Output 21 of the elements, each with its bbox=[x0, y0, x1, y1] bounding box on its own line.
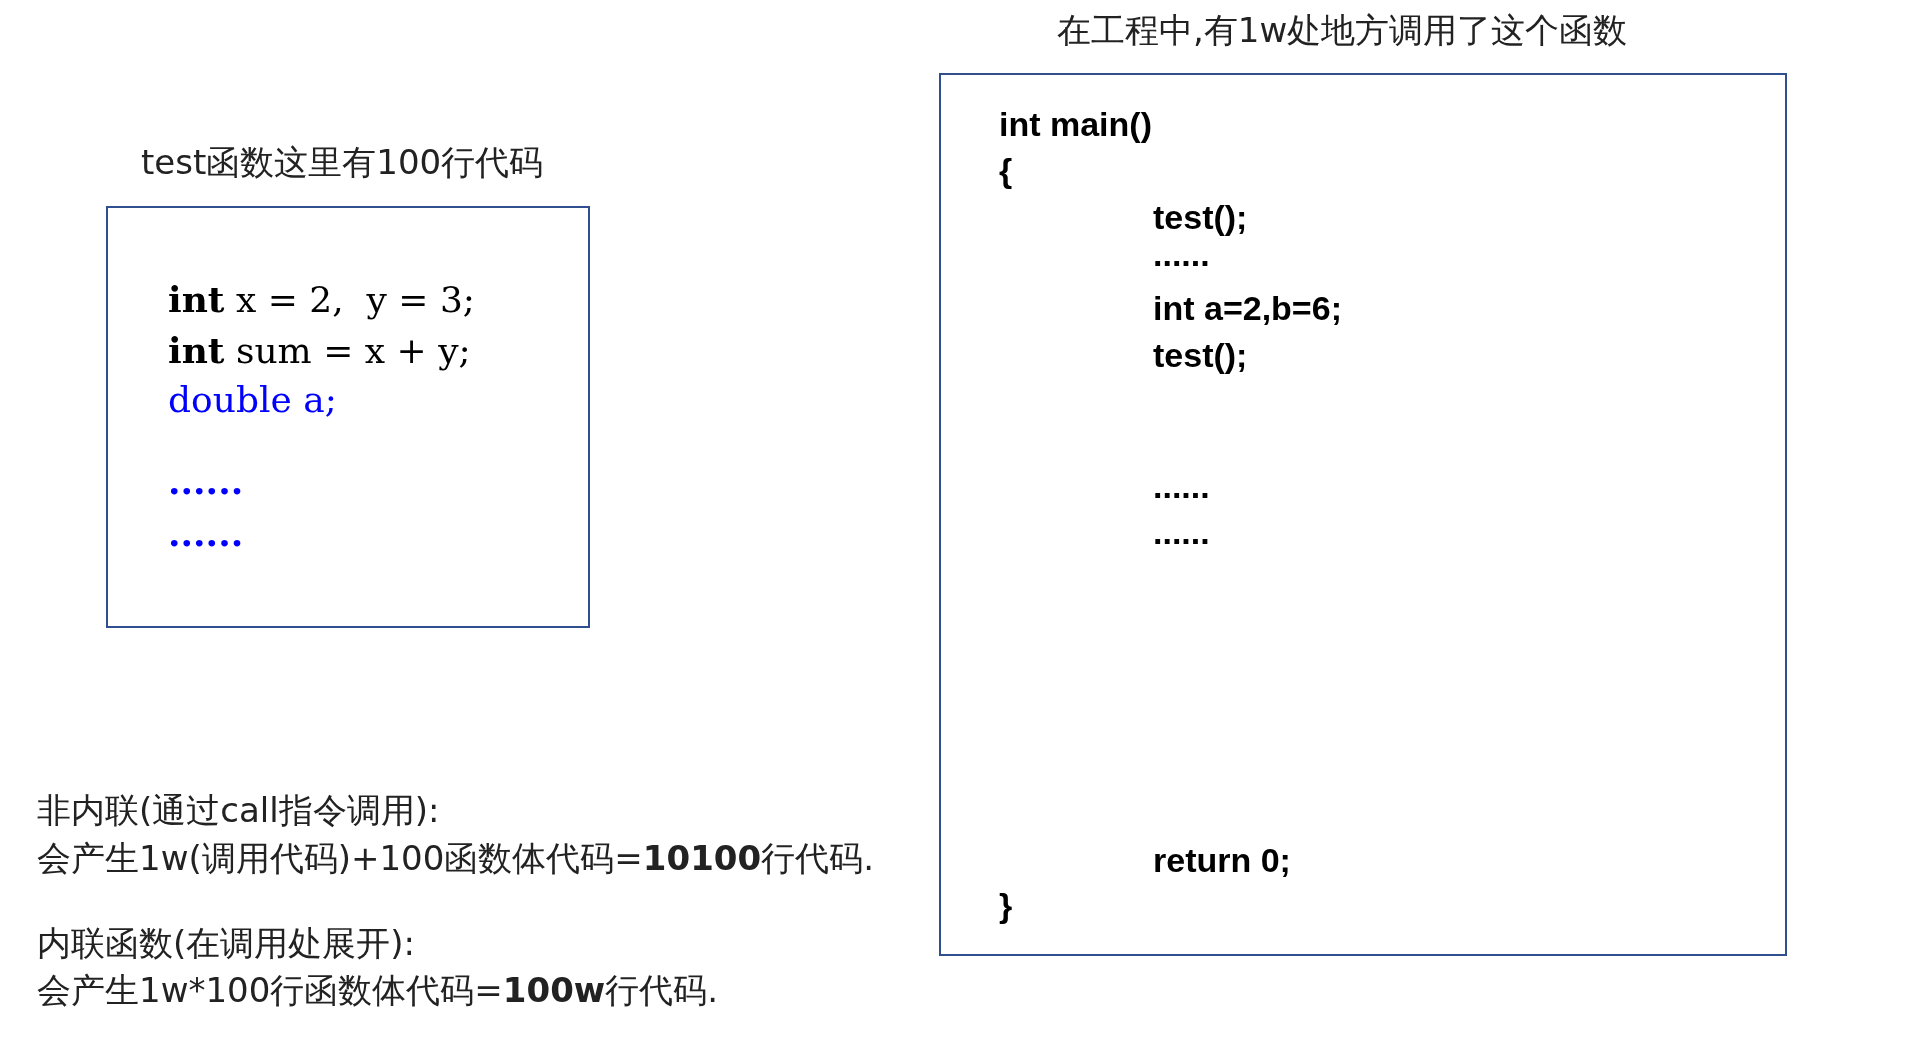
code-line: { bbox=[999, 151, 1013, 190]
code-line: ...... bbox=[1153, 513, 1210, 552]
ellipsis-text: ...... bbox=[168, 460, 244, 502]
code-line: int main() bbox=[999, 105, 1152, 144]
code-line: int sum = x + y; bbox=[168, 329, 471, 371]
code-line: test(); bbox=[1153, 198, 1248, 237]
note-text: 会产生1w*100行函数体代码=100w行代码. bbox=[37, 969, 719, 1012]
code-line: return 0; bbox=[1153, 841, 1291, 880]
box-heading: test函数这里有100行代码 bbox=[141, 141, 544, 184]
code-line: double a; bbox=[168, 379, 337, 420]
code-line: int a=2,b=6; bbox=[1153, 289, 1342, 328]
code-line: } bbox=[999, 886, 1013, 925]
code-line: ...... bbox=[1153, 467, 1210, 506]
note-text: 非内联(通过call指令调用): bbox=[37, 789, 440, 832]
code-line: test(); bbox=[1153, 336, 1248, 375]
ellipsis-text: ...... bbox=[168, 512, 244, 554]
note-text: 内联函数(在调用处展开): bbox=[37, 922, 415, 965]
note-text: 会产生1w(调用代码)+100函数体代码=10100行代码. bbox=[37, 837, 874, 880]
code-line: int x = 2, y = 3; bbox=[168, 278, 475, 320]
box-heading: 在工程中,有1w处地方调用了这个函数 bbox=[1057, 9, 1628, 52]
code-line: ...... bbox=[1153, 235, 1210, 274]
